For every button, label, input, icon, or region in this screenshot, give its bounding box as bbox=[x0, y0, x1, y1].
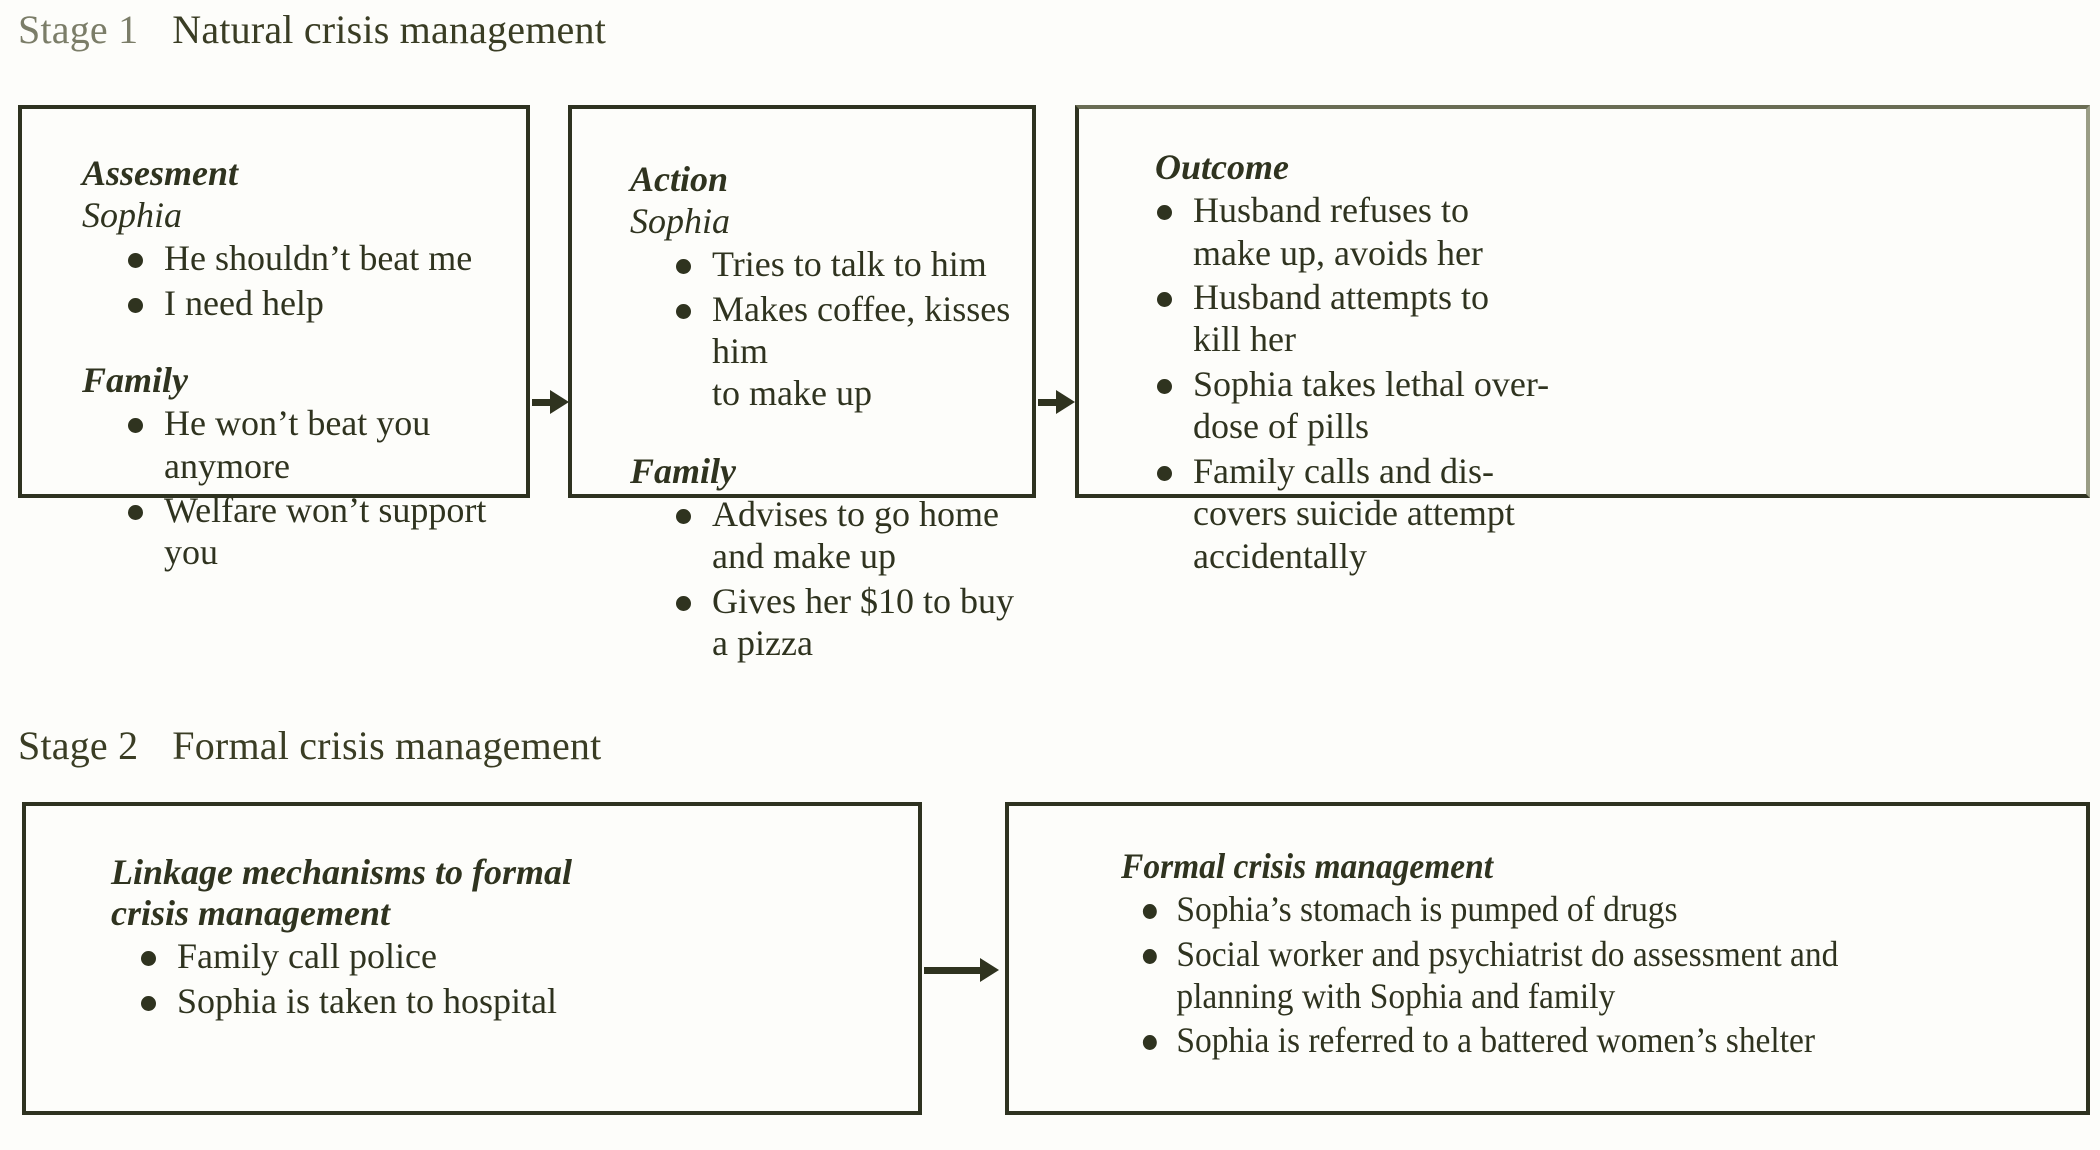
group-spacer bbox=[630, 417, 1030, 451]
list-item: Family call police bbox=[139, 935, 871, 977]
list-item: Family calls and dis- covers suicide att… bbox=[1155, 450, 1715, 577]
list-item: Tries to talk to him bbox=[674, 243, 1030, 285]
action-family-list: Advises to go home and make up Gives her… bbox=[630, 493, 1030, 665]
linkage-box: Linkage mechanisms to formal crisis mana… bbox=[22, 802, 922, 1115]
assessment-sophia-list: He shouldn’t beat me I need help bbox=[82, 237, 522, 324]
list-item: Welfare won’t support you bbox=[126, 489, 522, 574]
formal-crisis-heading: Formal crisis management bbox=[1121, 846, 1494, 886]
list-item: Advises to go home and make up bbox=[674, 493, 1030, 578]
formal-crisis-list: Sophia’s stomach is pumped of drugs Soci… bbox=[1121, 888, 2061, 1062]
group-spacer bbox=[82, 326, 522, 360]
stage-2-title: Stage 2 Formal crisis management bbox=[18, 722, 601, 769]
list-item: He shouldn’t beat me bbox=[126, 237, 522, 279]
stage-1-heading: Natural crisis management bbox=[172, 7, 607, 52]
list-item: He won’t beat you anymore bbox=[126, 402, 522, 487]
action-family-heading: Family bbox=[630, 450, 736, 491]
list-item: Sophia is referred to a battered women’s… bbox=[1141, 1019, 1997, 1061]
assessment-heading: Assesment bbox=[82, 153, 239, 193]
outcome-box: Outcome Husband refuses to make up, avoi… bbox=[1075, 105, 2090, 576]
list-item: Social worker and psychiatrist do assess… bbox=[1141, 933, 1997, 1018]
arrow-head-icon bbox=[1056, 390, 1075, 414]
stage-2-label: Stage 2 bbox=[18, 723, 139, 768]
stage-1-title: Stage 1 Natural crisis management bbox=[18, 6, 606, 53]
assessment-subheading-sophia: Sophia bbox=[82, 195, 183, 236]
assessment-box: Assesment Sophia He shouldn’t beat me I … bbox=[18, 105, 530, 572]
action-box: Action Sophia Tries to talk to him Makes… bbox=[568, 105, 1036, 663]
list-item: Husband attempts to kill her bbox=[1155, 276, 1715, 361]
list-item: Husband refuses to make up, avoids her bbox=[1155, 189, 1715, 274]
outcome-list: Husband refuses to make up, avoids her H… bbox=[1155, 189, 1715, 577]
arrow-assessment-to-action bbox=[532, 390, 569, 414]
action-sophia-list: Tries to talk to him Makes coffee, kisse… bbox=[630, 243, 1030, 415]
arrow-action-to-outcome bbox=[1038, 390, 1076, 414]
list-item: Sophia takes lethal over- dose of pills bbox=[1155, 363, 1715, 448]
arrow-shaft bbox=[1038, 399, 1060, 406]
list-item: Gives her $10 to buy a pizza bbox=[674, 580, 1030, 665]
arrow-linkage-to-formal bbox=[924, 958, 1004, 982]
arrow-head-icon bbox=[980, 958, 999, 982]
arrow-shaft bbox=[924, 967, 984, 974]
arrow-head-icon bbox=[550, 390, 569, 414]
assessment-family-heading: Family bbox=[82, 360, 188, 400]
list-item: Sophia is taken to hospital bbox=[139, 980, 871, 1022]
formal-crisis-box: Formal crisis management Sophia’s stomac… bbox=[1005, 802, 2090, 1115]
action-subheading-sophia: Sophia bbox=[630, 201, 731, 242]
arrow-shaft bbox=[532, 399, 554, 406]
linkage-list: Family call police Sophia is taken to ho… bbox=[111, 935, 871, 1022]
stage-2-heading: Formal crisis management bbox=[172, 723, 602, 768]
outcome-heading: Outcome bbox=[1155, 147, 1289, 187]
assessment-family-list: He won’t beat you anymore Welfare won’t … bbox=[82, 402, 522, 574]
list-item: Makes coffee, kisses him to make up bbox=[674, 288, 1030, 415]
list-item: Sophia’s stomach is pumped of drugs bbox=[1141, 888, 1997, 930]
stage-1-label: Stage 1 bbox=[18, 7, 139, 52]
linkage-heading: Linkage mechanisms to formal crisis mana… bbox=[111, 852, 573, 934]
list-item: I need help bbox=[126, 282, 522, 324]
action-heading: Action bbox=[630, 159, 729, 199]
